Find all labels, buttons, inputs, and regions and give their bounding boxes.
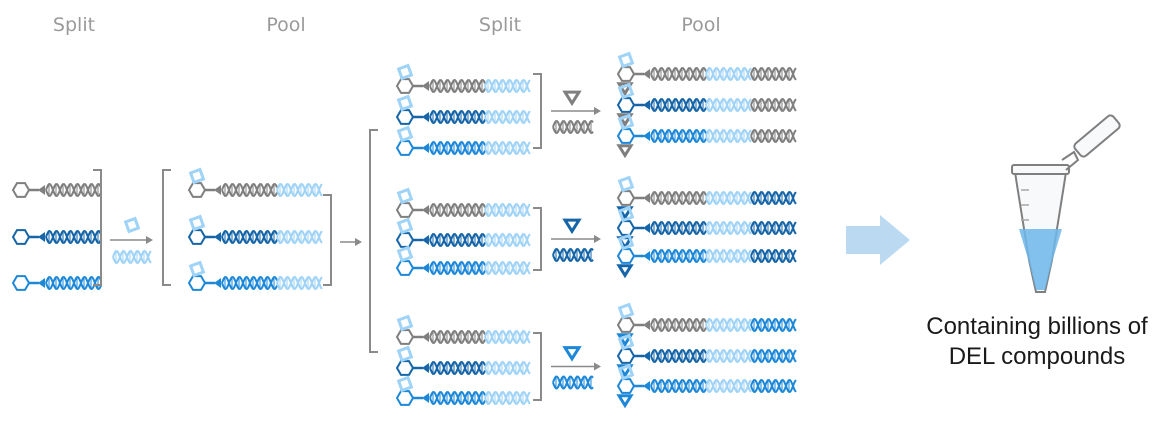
tube-liquid: [1019, 229, 1062, 290]
arrow-head: [355, 238, 362, 246]
tube-hinge: [1061, 150, 1080, 171]
dna-strand: [395, 314, 531, 345]
dna-strand: [616, 113, 797, 159]
big-arrow: [846, 215, 910, 265]
arrow-head: [594, 107, 601, 115]
caption-line-1: Containing billions of: [926, 313, 1148, 340]
dna-strand: [395, 94, 531, 125]
bracket: [533, 73, 542, 149]
dna-strand: [11, 229, 102, 245]
caption-line-2: DEL compounds: [948, 343, 1126, 370]
dna-strand: [616, 333, 797, 379]
dna-strand: [616, 82, 797, 128]
bracket: [533, 207, 542, 271]
arrow-head: [594, 362, 601, 371]
dna-strand: [616, 363, 797, 409]
dna-strand: [11, 182, 102, 198]
dna-strand: [616, 51, 797, 97]
dna-strand: [616, 233, 797, 279]
stage-label-pool-2: Pool: [681, 14, 721, 36]
dna-strand: [395, 245, 531, 276]
microcentrifuge-tube: [1011, 114, 1121, 293]
dna-strand: [395, 217, 531, 248]
tube-cap: [1073, 114, 1121, 158]
tube-rim: [1011, 164, 1070, 175]
bracket: [369, 129, 378, 353]
bracket: [323, 194, 332, 286]
bracket: [93, 169, 102, 286]
bracket: [533, 332, 542, 401]
dna-strand: [395, 63, 531, 94]
dna-strand: [616, 302, 797, 348]
stage-label-split-2: Split: [478, 14, 522, 36]
arrow-head: [146, 236, 153, 244]
dna-strand: [395, 345, 531, 376]
dna-strand: [187, 214, 323, 245]
dna-strand: [187, 260, 323, 291]
caption: Containing billions of DEL compounds: [905, 312, 1169, 372]
dna-strand: [395, 375, 531, 406]
dna-strand: [616, 205, 797, 251]
dna-strand: [616, 175, 797, 221]
dna-strand: [187, 167, 323, 198]
dna-strand: [395, 187, 531, 218]
bracket: [162, 169, 171, 286]
stage-label-split-1: Split: [52, 14, 96, 36]
dna-strand: [395, 125, 531, 156]
arrow-head: [594, 235, 601, 243]
dna-strand: [11, 275, 102, 291]
stage-label-pool-1: Pool: [266, 14, 306, 36]
